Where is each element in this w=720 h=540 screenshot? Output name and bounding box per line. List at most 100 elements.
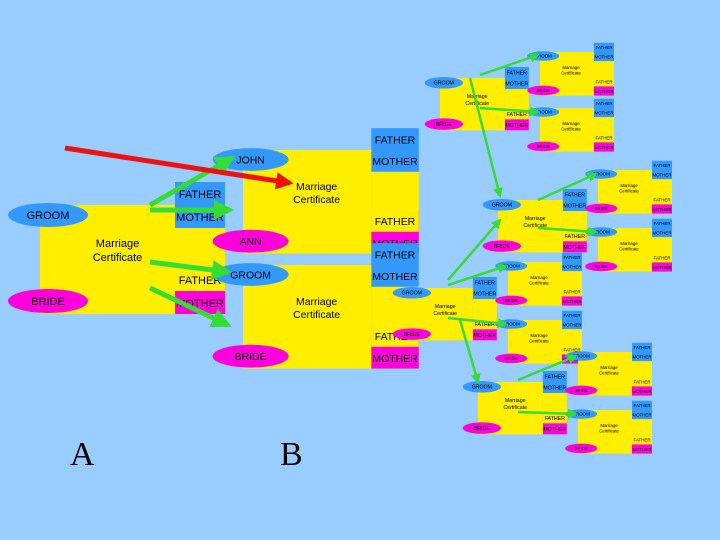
bride-label: BRIDE	[594, 264, 607, 269]
certificate-label: Marriage	[525, 216, 546, 222]
certificate-label: Certificate	[93, 252, 143, 264]
tree-link-arrow	[537, 172, 598, 202]
groom-label: GROOM	[573, 412, 590, 417]
father-label: FATHER	[596, 80, 613, 85]
certificate-body-right	[652, 237, 672, 263]
father-label: FATHER	[634, 345, 651, 350]
bride-label: BRIDE	[504, 298, 517, 303]
groom-mother-box	[652, 170, 672, 180]
father-label: FATHER	[375, 250, 416, 261]
link-father-arrow	[149, 259, 232, 280]
groom-father-box	[652, 160, 672, 170]
bride-mother-box	[562, 296, 582, 306]
mother-label: MOTHER	[372, 157, 418, 168]
mother-label: MOTHER	[652, 207, 671, 212]
father-label: FATHER	[634, 403, 651, 408]
groom-father-box	[632, 342, 652, 352]
certificate-label: Marriage	[296, 182, 337, 193]
groom-mother-box	[472, 288, 497, 300]
groom-mother-box	[371, 150, 419, 172]
groom-mother-box	[562, 262, 582, 272]
certificate-label: Marriage	[600, 365, 618, 370]
groom-father-box	[371, 128, 419, 150]
groom-father-box	[594, 42, 614, 52]
groom-mother-box	[594, 108, 614, 118]
groom-mother-box	[632, 410, 652, 420]
father-label: FATHER	[596, 136, 613, 141]
father-label: FATHER	[654, 221, 671, 226]
certificate-label: Certificate	[561, 126, 581, 131]
tree-link-arrow	[447, 263, 508, 287]
caption-a: A	[70, 436, 95, 473]
bride-ellipse	[424, 118, 464, 130]
bride-ellipse	[527, 141, 560, 152]
tree-certificate-6: GROOMBRIDEFATHERMOTHERFATHERMOTHERMarria…	[585, 218, 672, 272]
certificate-label: Marriage	[505, 398, 526, 404]
tree-certificate-5: GROOMBRIDEFATHERMOTHERFATHERMOTHERMarria…	[585, 160, 672, 214]
tree-link-arrow	[468, 77, 503, 198]
certificate-body-right	[562, 329, 582, 355]
bride-mother-box	[652, 204, 672, 214]
father-label: FATHER	[596, 101, 613, 106]
groom-father-box	[562, 188, 587, 200]
mother-label: MOTHER	[563, 204, 586, 210]
groom-label: GROOM	[434, 81, 454, 87]
tree-link-arrow	[447, 218, 502, 281]
bride-label: BRIDE	[504, 356, 517, 361]
groom-label: GROOM	[503, 322, 520, 327]
groom-mother-box	[632, 352, 652, 362]
groom-mother-box	[562, 320, 582, 330]
certificate-label: Marriage	[530, 275, 548, 280]
mother-label: MOTHER	[372, 272, 418, 283]
link-mother-arrow	[148, 285, 232, 328]
bride-label: BRIDE	[404, 332, 421, 338]
certificate-body-right	[594, 117, 614, 143]
certificate-body-right	[562, 271, 582, 297]
mother-label: MOTHER	[562, 322, 581, 327]
tree-certificate-2: GROOMBRIDEFATHERMOTHERFATHERMOTHERMarria…	[527, 42, 614, 96]
groom-label: GROOM	[402, 291, 422, 297]
bride-ellipse	[495, 353, 528, 364]
mother-label: MOTHER	[176, 212, 224, 224]
father-label: FATHER	[596, 45, 613, 50]
mother-label: MOTHER	[632, 412, 651, 417]
father-label: FATHER	[634, 438, 651, 443]
mother-label: MOTHER	[652, 230, 671, 235]
mother-label: MOTHER	[562, 299, 581, 304]
father-label: FATHER	[507, 71, 528, 77]
certificate-label: Certificate	[599, 428, 619, 433]
tree-link-arrow	[537, 226, 598, 237]
mother-label: MOTHER	[543, 386, 566, 392]
mother-label: MOTHER	[594, 145, 613, 150]
father-label: FATHER	[179, 275, 222, 287]
groom-father-box	[504, 66, 529, 78]
bride-label: BRIDE	[574, 446, 587, 451]
tree-certificate-4: GROOMBRIDEFATHERMOTHERFATHERMOTHERMarria…	[482, 188, 587, 253]
groom-label: JOHN	[236, 155, 264, 166]
bride-mother-box	[594, 142, 614, 152]
bride-label: BRIDE	[436, 122, 453, 128]
father-label: FATHER	[564, 313, 581, 318]
certificate-body-right	[562, 211, 587, 242]
groom-ellipse	[392, 287, 432, 299]
pointer-arrow	[64, 145, 294, 190]
bride-mother-box	[632, 444, 652, 454]
certificate-label: Certificate	[523, 223, 547, 229]
mother-label: MOTHER	[632, 354, 651, 359]
certificate-body-right	[594, 61, 614, 87]
certificate-label: Marriage	[562, 65, 580, 70]
certificate-body-right	[632, 419, 652, 445]
certificate-label: Certificate	[619, 188, 639, 193]
certificate-label: Certificate	[293, 195, 340, 206]
bride-mother-box	[632, 386, 652, 396]
groom-mother-box	[594, 52, 614, 62]
bride-ellipse	[585, 261, 618, 272]
certificate-label: Certificate	[619, 246, 639, 251]
groom-label: GROOM	[472, 385, 492, 391]
groom-ellipse	[8, 203, 88, 227]
certificate-body-right	[371, 171, 419, 232]
tree-certificate-8: GROOMBRIDEFATHERMOTHERFATHERMOTHERMarria…	[495, 252, 582, 306]
bride-label: BRIDE	[594, 206, 607, 211]
groom-label: GROOM	[573, 354, 590, 359]
mother-label: MOTHER	[594, 89, 613, 94]
